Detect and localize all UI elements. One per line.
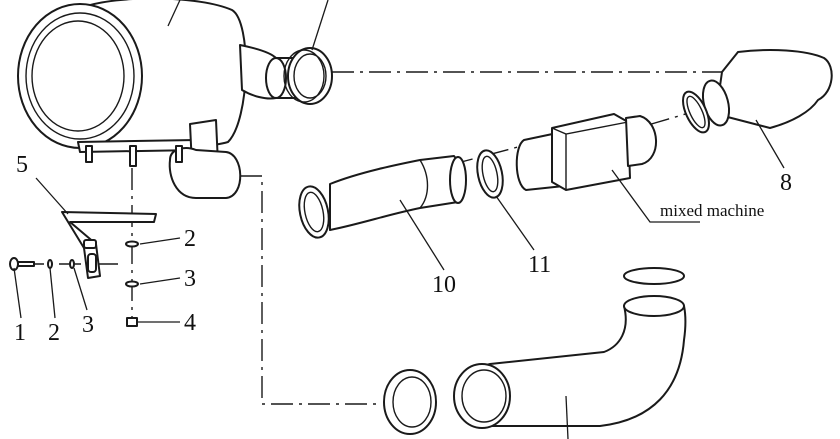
spring-washer-right (125, 280, 139, 288)
leader-10 (399, 199, 445, 271)
inlet-clamp-inner (293, 53, 327, 99)
lower-hose-group (383, 267, 687, 435)
callout-4: 4 (184, 310, 196, 336)
leader-8 (755, 119, 785, 169)
leader-3-right (139, 277, 181, 285)
elbow-8-clamp (682, 90, 710, 134)
leader-3-left (73, 267, 88, 311)
lower-hose-opening (453, 363, 511, 429)
leader-1 (13, 267, 22, 319)
inlet-tube-opening (265, 57, 287, 99)
air-cleaner-assembly (17, 0, 301, 199)
spring-washer-left (69, 259, 75, 269)
mount-stud-right (175, 145, 183, 163)
leader-2-left (49, 267, 56, 319)
mount-stud-left (85, 145, 93, 163)
bracket-5 (61, 211, 157, 279)
lower-hose-top-opening (623, 295, 685, 317)
callout-1: 1 (14, 320, 26, 346)
callout-labels: 5 1 2 3 2 3 4 8 10 11 mixed machine (14, 152, 792, 346)
mixer-body-top-edge (551, 121, 629, 135)
lower-hose-clamp (383, 369, 437, 435)
centerline-outlet-to-lower-hose (240, 175, 380, 405)
bracket-slot-lower (87, 253, 97, 273)
hose-10-group (298, 149, 504, 239)
leader-mixed-machine (611, 169, 700, 223)
leader-5 (35, 177, 69, 215)
leader-top-clamp (311, 0, 329, 51)
hose-10-clamp-left-inner (303, 191, 325, 233)
lower-hose-clamp-inner (392, 376, 432, 428)
nut (126, 317, 138, 327)
mixed-machine-group (515, 113, 657, 191)
elbow-8 (715, 49, 833, 129)
end-cap-rim (25, 12, 135, 140)
clamp-11-inner (481, 155, 499, 193)
callout-3-right: 3 (184, 266, 196, 292)
bracket-assembly (9, 211, 157, 327)
leader-2-right (139, 237, 181, 245)
bolt-shank (17, 261, 35, 267)
leader-top-left (167, 0, 181, 27)
elbow-8-group (682, 49, 833, 134)
callout-11: 11 (528, 252, 551, 278)
lower-hose-opening-inner (461, 369, 507, 423)
lower-hose-top-clamp (623, 267, 685, 285)
leader-lower-hose (565, 395, 569, 439)
inlet-clamp (283, 47, 333, 105)
callout-10: 10 (432, 272, 456, 298)
callout-2-left: 2 (48, 320, 60, 346)
label-mixed-machine: mixed machine (660, 201, 764, 220)
lower-elbow-hose (470, 305, 687, 427)
inlet-clamp-edge (283, 49, 325, 103)
callout-2-right: 2 (184, 226, 196, 252)
end-cap-face (31, 20, 125, 132)
hose-10-clamp-left (298, 185, 330, 239)
mixer-outlet-neck (625, 115, 657, 167)
washer-left (47, 259, 53, 269)
leader-lines (13, 0, 785, 439)
bracket-slot-upper (83, 239, 97, 249)
clamp-11 (476, 149, 504, 199)
mount-stud-center (129, 145, 137, 167)
leader-11 (495, 195, 535, 251)
elbow-8-clamp-inner (686, 95, 706, 129)
hose-10-bend-line (419, 159, 429, 209)
callout-8: 8 (780, 170, 792, 196)
hose-10 (329, 155, 466, 231)
washer-right (125, 240, 139, 248)
callout-3-left: 3 (82, 312, 94, 338)
callout-5: 5 (16, 152, 28, 178)
hose-10-end (449, 156, 467, 204)
